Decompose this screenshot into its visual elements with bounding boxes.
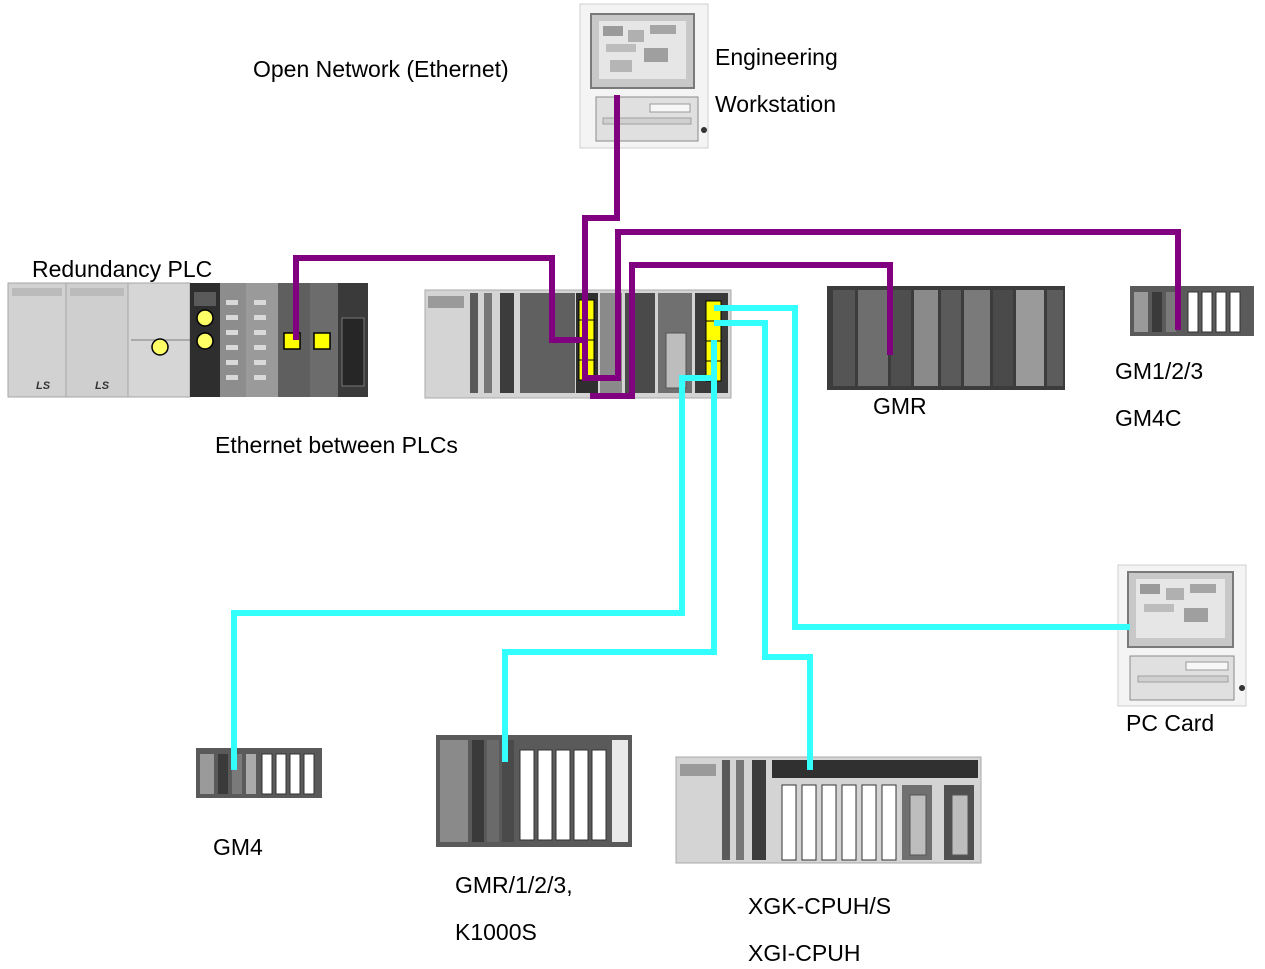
gm4-rack xyxy=(196,748,322,798)
ls-logo-1: LS xyxy=(36,380,51,392)
label-gmr123: GMR/1/2/3, xyxy=(455,872,573,898)
label-ethernet-between-plcs: Ethernet between PLCs xyxy=(215,432,458,458)
ls-logo-2: LS xyxy=(95,380,110,392)
gmr-rack xyxy=(827,286,1065,390)
label-xgk: XGK-CPUH/S xyxy=(748,893,892,919)
fieldbus-line-xgk xyxy=(714,320,813,770)
engineering-workstation-icon xyxy=(579,3,709,149)
fieldbus-line-gmr123 xyxy=(502,340,717,762)
ethernet-lines xyxy=(293,95,1181,399)
label-gm4c: GM4C xyxy=(1115,405,1182,431)
ethernet-line-workstation xyxy=(582,95,620,381)
label-engineering: Engineering xyxy=(715,44,838,70)
fieldbus-line-gm4 xyxy=(231,375,714,770)
redundancy-plc-rack xyxy=(7,282,368,398)
label-xgi: XGI-CPUH xyxy=(748,940,861,966)
label-k1000s: K1000S xyxy=(455,919,537,945)
xgk-rack xyxy=(675,756,982,864)
label-gm4: GM4 xyxy=(213,834,263,860)
ethernet-line-redundancy xyxy=(293,255,587,343)
label-gm123: GM1/2/3 xyxy=(1115,358,1204,384)
ethernet-line-gm123 xyxy=(603,229,1181,381)
gm123-rack xyxy=(1130,286,1254,336)
fieldbus-lines xyxy=(231,305,1130,770)
label-open-network: Open Network (Ethernet) xyxy=(253,56,509,82)
label-redundancy-plc: Redundancy PLC xyxy=(32,256,213,282)
central-plc-rack xyxy=(424,289,732,399)
label-workstation: Workstation xyxy=(715,91,837,117)
fieldbus-line-pc-card xyxy=(714,305,1130,630)
label-gmr: GMR xyxy=(873,393,927,419)
label-pc-card: PC Card xyxy=(1126,710,1215,736)
pc-card-computer-icon xyxy=(1117,564,1247,707)
gmr123-k1000s-rack xyxy=(436,735,632,847)
ethernet-line-gmr xyxy=(590,262,893,399)
